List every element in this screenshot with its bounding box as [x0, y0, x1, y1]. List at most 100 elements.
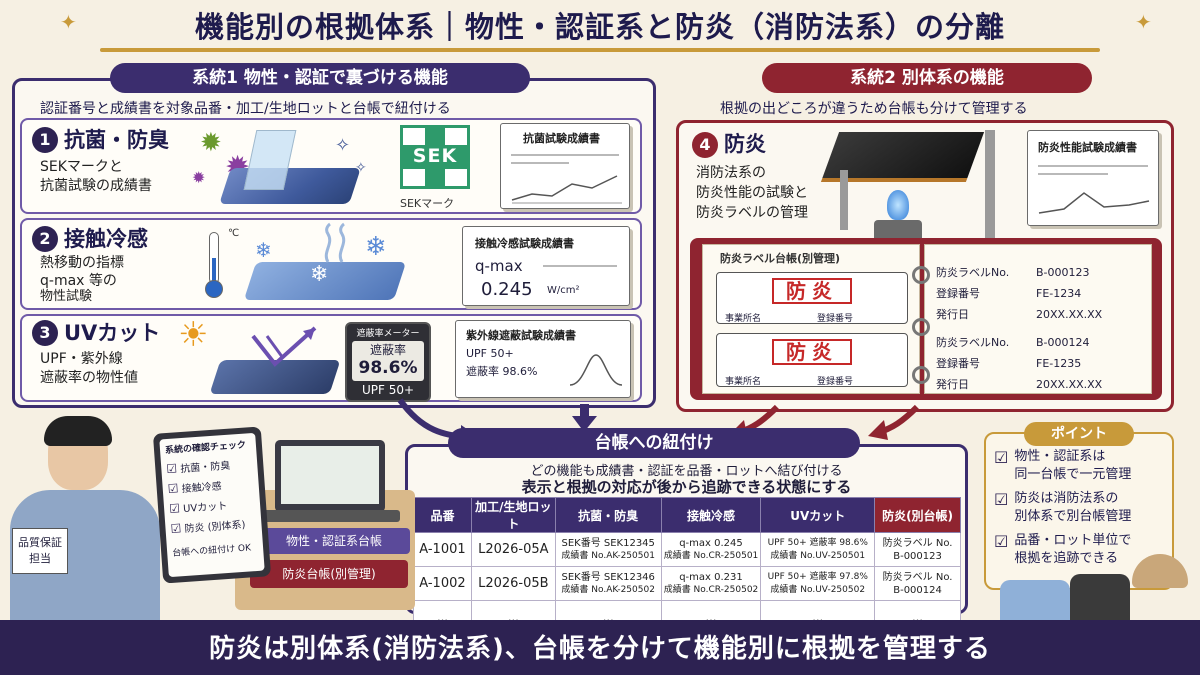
checkbox-checked-icon: ☑: [167, 481, 180, 497]
table-header-row: 品番 加工/生地ロット 抗菌・防臭 接触冷感 UVカット 防炎(別台帳): [413, 497, 961, 533]
title-underline: [100, 48, 1100, 52]
entry-key: 発行日: [936, 308, 969, 321]
table-header: 加工/生地ロット: [470, 497, 556, 533]
table-header: 防炎(別台帳): [874, 497, 961, 533]
binder-fire: 防炎台帳(別管理): [250, 560, 408, 588]
table-header: 接触冷感: [660, 497, 762, 533]
sun-icon: ☀: [178, 315, 209, 355]
bottom-banner: [0, 620, 1200, 675]
burner-icon: [874, 220, 922, 242]
meter-upf: UPF 50+: [361, 383, 415, 397]
checkbox-checked-icon: ☑: [168, 501, 181, 516]
doc-title: 抗菌試験成績書: [523, 132, 600, 145]
sek-mark-icon: SEK: [400, 125, 470, 189]
point-item: ☑ 品番・ロット単位で根拠を追跡できる: [994, 532, 1132, 566]
fabric-illustration: [219, 168, 361, 204]
uv-reflect-arrow-icon: [251, 326, 317, 367]
feature-desc: 防炎ラベルの管理: [696, 205, 808, 221]
fire-label-card: 防炎 事業所名 登録番号: [716, 333, 908, 387]
sparkle-icon: ✦: [60, 10, 77, 34]
role-badge: 品質保証 担当: [12, 528, 68, 574]
germ-icon: ✹: [192, 168, 206, 187]
ledger-title: 防炎ラベル台帳(別管理): [720, 252, 841, 265]
entry-value: 20XX.XX.XX: [1036, 308, 1103, 321]
doc-line: 遮蔽率 98.6%: [466, 365, 538, 378]
table-header: 品番: [413, 497, 472, 533]
doc-metric: q-max: [475, 257, 523, 275]
entry-key: 防炎ラベルNo.: [936, 266, 1010, 279]
laptop-screen: [275, 440, 385, 512]
quality-worker-illustration: [0, 416, 170, 620]
binder-physical-cert: 物性・認証系台帳: [258, 528, 410, 554]
cell-fire: 防炎ラベル No.B-000123: [874, 532, 961, 567]
shirt-illustration: [1000, 580, 1070, 620]
points-title: ポイント: [1024, 422, 1134, 446]
tablet-checklist: 系統の確認チェック ☑ 抗菌・防臭 ☑ 接触冷感 ☑ UVカット ☑ 防炎 (別…: [152, 426, 272, 584]
point-item: ☑ 防炎は消防法系の別体系で別台帳管理: [994, 490, 1132, 524]
page-title: 機能別の根拠体系｜物性・認証系と防炎（消防法系）の分離: [194, 10, 1005, 44]
feature-desc: q-max 等の: [40, 273, 117, 289]
ledger-table: 品番 加工/生地ロット 抗菌・防臭 接触冷感 UVカット 防炎(別台帳) A-1…: [413, 497, 961, 635]
checkbox-checked-icon: ☑: [994, 532, 1009, 551]
sparkle-icon: ✧: [355, 160, 367, 176]
doc-title: 接触冷感試験成績書: [475, 237, 574, 250]
feature-desc: 遮蔽率の物性値: [40, 370, 138, 386]
feature-number: 2: [32, 226, 58, 252]
doc-value: 0.245: [481, 279, 533, 300]
thermometer-icon: [202, 228, 226, 300]
feature-number: 3: [32, 320, 58, 346]
checkbox-checked-icon: ☑: [170, 521, 182, 536]
cell-sku: A-1001: [413, 532, 472, 567]
snowflake-icon: ❄: [255, 238, 272, 262]
stand-pole: [985, 130, 995, 240]
feature-desc: SEKマークと: [40, 159, 123, 175]
snowflake-icon: ❄: [365, 232, 387, 262]
checkbox-checked-icon: ☑: [165, 461, 178, 477]
feature-name: 防炎: [724, 132, 766, 156]
binder-ring: [912, 318, 930, 336]
feature-desc: 抗菌試験の成績書: [40, 178, 152, 194]
entry-value: FE-1235: [1036, 357, 1082, 370]
feature-desc: 防炎性能の試験と: [696, 185, 808, 201]
feature-number: 4: [692, 132, 718, 158]
doc-graph-icon: [511, 175, 622, 204]
arrow-red-icon: [868, 404, 920, 440]
cell-sku: A-1002: [413, 566, 472, 601]
label-field: 登録番号: [817, 314, 854, 324]
shielding-meter: 遮蔽率メーター 遮蔽率 98.6% UPF 50+: [345, 322, 431, 402]
feature-name: UVカット: [64, 321, 161, 345]
label-field: 登録番号: [817, 377, 854, 387]
cell-fire: 防炎ラベル No.B-000124: [874, 566, 961, 601]
feature-desc: UPF・紫外線: [40, 351, 123, 367]
checkbox-checked-icon: ☑: [994, 448, 1009, 467]
uv-report-doc: 紫外線遮蔽試験成績書 UPF 50+ 遮蔽率 98.6%: [455, 320, 631, 398]
snowflake-icon: ❄: [310, 262, 329, 287]
feature-desc: 熱移動の指標: [40, 255, 124, 271]
system2-subtitle: 根拠の出どころが違うため台帳も分けて管理する: [720, 101, 1028, 117]
points-list: ☑ 物性・認証系は同一台帳で一元管理 ☑ 防炎は消防法系の別体系で別台帳管理 ☑…: [994, 448, 1170, 568]
cell-lot: L2026-05B: [470, 566, 556, 601]
fire-label-word: 防炎: [772, 339, 852, 365]
stand-pole: [840, 170, 848, 230]
entry-value: 20XX.XX.XX: [1036, 378, 1103, 391]
doc-graph-icon: [1038, 192, 1150, 214]
table-header: UVカット: [760, 497, 876, 533]
bottom-message: 防炎は別体系(消防法系)、台帳を分けて機能別に根拠を管理する: [209, 634, 991, 664]
doc-unit: W/cm²: [547, 285, 580, 296]
cell-lot: L2026-05A: [470, 532, 556, 567]
system1-header: 系統1 物性・認証で裏づける機能: [110, 63, 530, 93]
thermometer-unit: ℃: [228, 228, 240, 239]
sparkle-icon: ✧: [335, 135, 351, 156]
entry-value: FE-1234: [1036, 287, 1082, 300]
fire-label-card: 防炎 事業所名 登録番号: [716, 272, 908, 324]
sparkle-icon: ✦: [1135, 10, 1152, 34]
feature-desc: 物性試験: [40, 289, 93, 304]
fire-label-word: 防炎: [772, 278, 852, 304]
laptop-base: [262, 510, 400, 522]
feature-desc: 消防法系の: [696, 165, 766, 181]
role-badge-line: 品質保証: [18, 536, 62, 549]
